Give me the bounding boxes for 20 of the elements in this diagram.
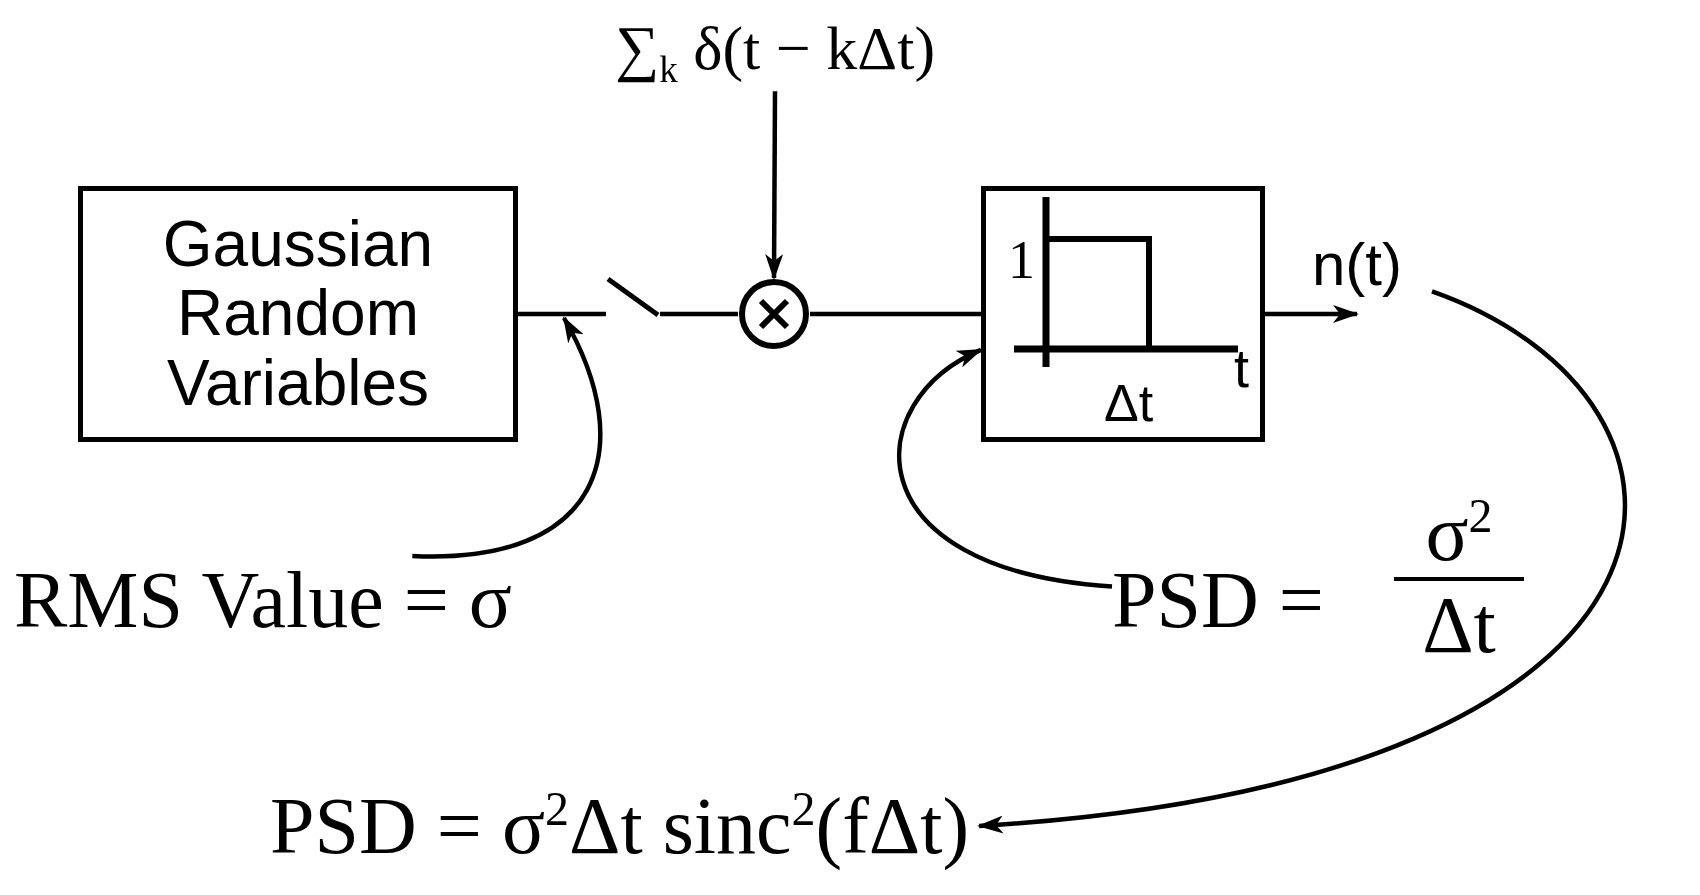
axis-label: t <box>1234 341 1249 395</box>
axis-label: Δt <box>1104 377 1154 429</box>
box-label: Gaussian Random Variables <box>161 210 435 418</box>
axis-label: 1 <box>1008 233 1035 287</box>
numerator: σ$^{2}$ <box>1425 492 1493 573</box>
process-box <box>78 186 518 442</box>
wire <box>518 311 560 317</box>
wire <box>660 311 738 317</box>
denominator: Δt <box>1422 584 1496 665</box>
formula: ∑$_{k}$ δ(t − kΔt) <box>560 14 990 92</box>
arrow <box>1265 305 1359 323</box>
formula-text: PSD = <box>1112 560 1324 640</box>
formula: PSD = σ$^{2}$Δt sinc$^{2}$(fΔt) <box>270 782 970 870</box>
signal-label: n(t) <box>1312 232 1402 298</box>
formula: RMS Value = σ <box>14 556 512 644</box>
curved-arrow <box>412 316 603 559</box>
wire <box>810 311 981 317</box>
curved-arrow <box>977 289 1626 833</box>
arrow <box>765 91 784 280</box>
curved-arrow <box>897 347 1113 589</box>
